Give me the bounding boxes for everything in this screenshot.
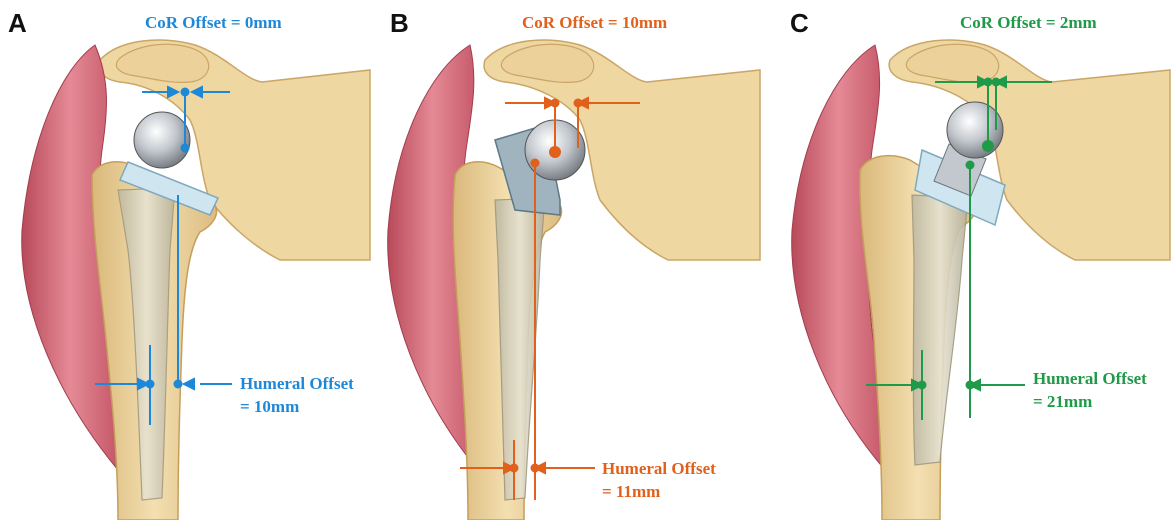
cor-offset-label-a: CoR Offset = 0mm	[145, 13, 282, 32]
humeral-offset-label-b-line2: = 11mm	[602, 482, 660, 501]
glenosphere	[134, 112, 190, 168]
panel-b: B CoR Offset = 10	[388, 8, 760, 520]
glenosphere	[947, 102, 1003, 158]
humeral-offset-label-a-line2: = 10mm	[240, 397, 299, 416]
cor-offset-label-b: CoR Offset = 10mm	[522, 13, 667, 32]
humeral-offset-label-c-line2: = 21mm	[1033, 392, 1092, 411]
humeral-offset-label-c-line1: Humeral Offset	[1033, 369, 1147, 388]
humeral-stem	[912, 195, 968, 465]
panel-a: A C	[8, 8, 370, 520]
panel-c: C CoR Offset	[790, 8, 1170, 520]
panel-letter-c: C	[790, 8, 809, 38]
panel-letter-a: A	[8, 8, 27, 38]
panel-letter-b: B	[390, 8, 409, 38]
cor-offset-label-c: CoR Offset = 2mm	[960, 13, 1097, 32]
humeral-offset-label-b-line1: Humeral Offset	[602, 459, 716, 478]
humeral-offset-label-a-line1: Humeral Offset	[240, 374, 354, 393]
